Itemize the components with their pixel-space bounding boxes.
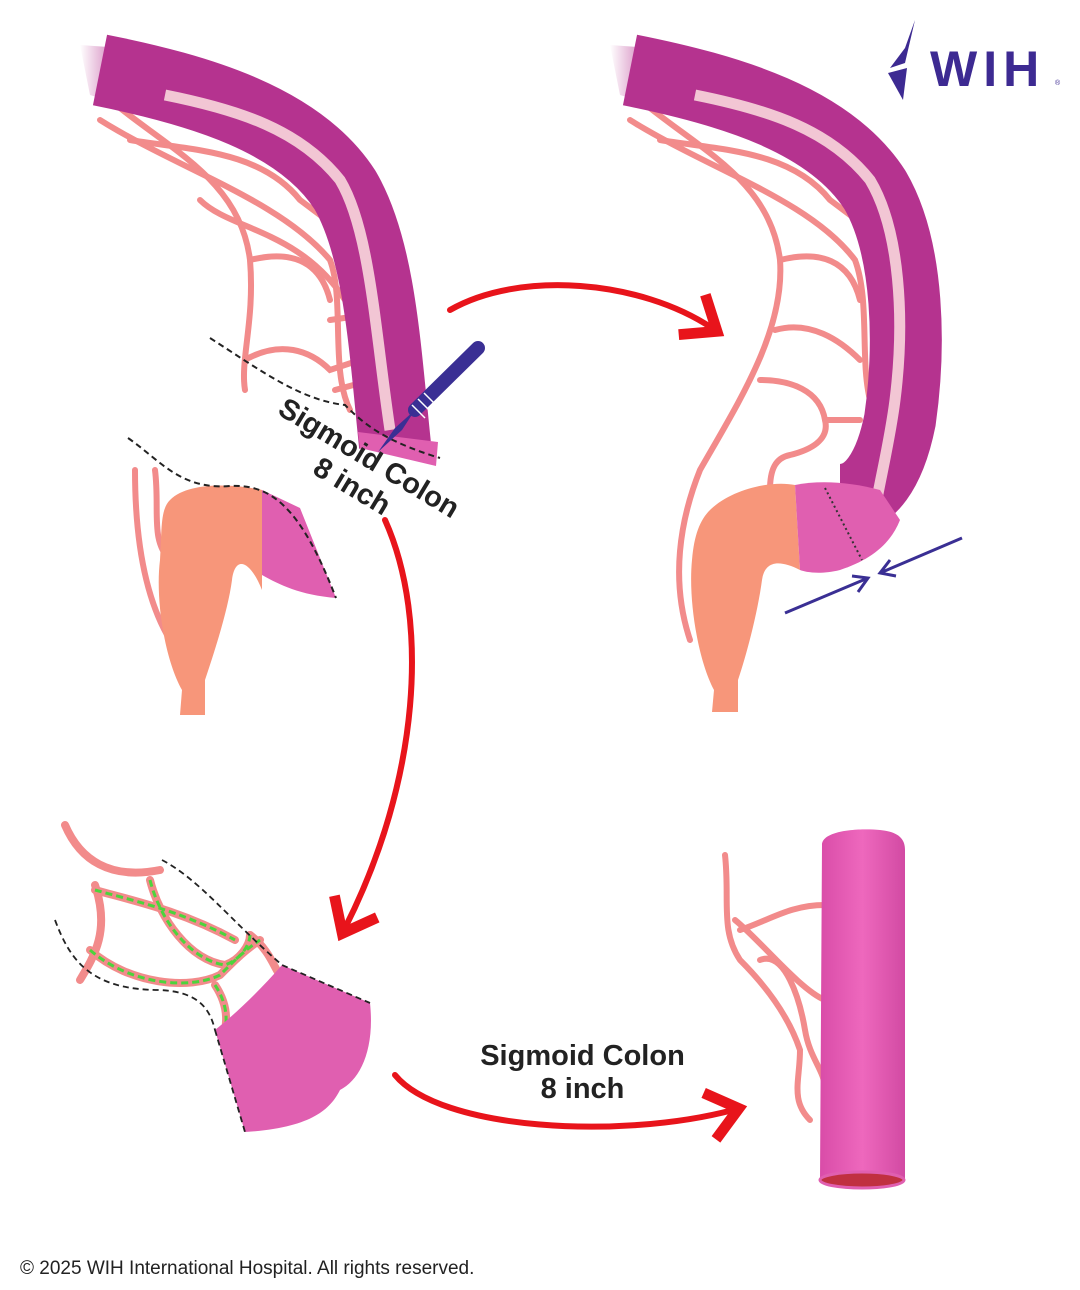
mesenteric-vessels	[97, 97, 375, 413]
rectum-right	[691, 483, 800, 712]
arrow-to-neovagina	[392, 1072, 748, 1143]
isolated-segment-with-pedicle	[54, 821, 371, 1133]
logo-mark-icon	[888, 20, 915, 100]
resection-line-upper	[209, 337, 441, 459]
colon-before-resection	[80, 34, 441, 466]
wih-logo: WIH ®	[885, 18, 1065, 103]
resection-line-lower	[127, 437, 337, 599]
rectum-remnant-left	[127, 437, 337, 715]
logo-registered: ®	[1055, 80, 1061, 87]
label-length: 8 inch	[540, 1073, 625, 1105]
tube-opening	[818, 1170, 906, 1190]
colon-tube	[820, 829, 905, 1188]
scalpel-icon	[378, 341, 485, 452]
staple-line	[824, 487, 863, 561]
flow-arrows	[329, 282, 748, 1143]
arrow-to-specimen	[329, 517, 415, 942]
compression-arrows-icon	[784, 536, 963, 615]
sigmoid-colon-joined	[622, 34, 942, 536]
anastomosis-segment	[795, 482, 900, 573]
label-title: Sigmoid Colon	[480, 1040, 685, 1072]
logo-text: WIH	[930, 41, 1046, 97]
sigmoid-segment	[215, 965, 371, 1132]
lumen-stripe	[163, 89, 396, 431]
ligation-lines	[89, 879, 261, 1031]
tubular-segment	[722, 829, 906, 1190]
arrow-to-anastomosis	[447, 282, 725, 341]
copyright-footer: © 2025 WIH International Hospital. All r…	[20, 1258, 475, 1279]
label-sigmoid-colon-bottom: Sigmoid Colon 8 inch	[455, 1040, 710, 1106]
colon-cut-segment	[358, 432, 438, 466]
colon-after-anastomosis	[610, 34, 963, 712]
rectum	[158, 485, 262, 715]
cut-stump	[262, 490, 336, 598]
